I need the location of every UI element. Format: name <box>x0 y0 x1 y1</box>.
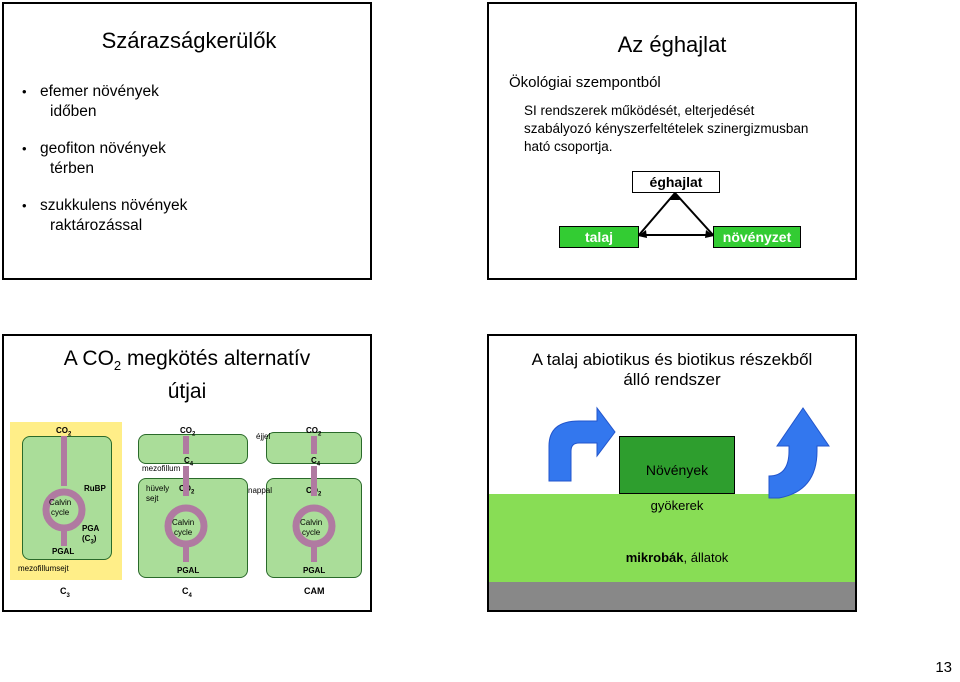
slide1-bullet-list: efemer növények időben geofiton növények… <box>22 82 187 253</box>
c3-type-label: C3 <box>60 586 70 599</box>
slide-co2-fixation: A CO2 megkötés alternatív útjai CO2 RuBP… <box>2 334 372 612</box>
arrow-diagram <box>548 406 830 499</box>
microbes-label: mikrobák <box>625 550 684 565</box>
c3-co2-label: CO2 <box>56 426 72 438</box>
animals-label: , állatok <box>683 550 729 565</box>
plants-label: Növények <box>645 462 709 478</box>
c4-bundle-sheath-cell <box>138 478 248 578</box>
cam-ejjel-label: éjjel <box>256 432 271 441</box>
title-line: A talaj abiotikus és biotikus részekből <box>531 350 813 369</box>
title-line: álló rendszer <box>623 370 721 389</box>
soil-box: talaj <box>559 226 639 248</box>
title-text: megkötés alternatív <box>121 347 311 370</box>
bullet-sub: időben <box>50 103 97 120</box>
right-curved-arrow <box>768 407 830 499</box>
bullet-main: szukkulens növények <box>40 197 188 214</box>
slide1-title: Szárazságkerülők <box>101 28 277 53</box>
c4-pgal-label: PGAL <box>177 566 200 575</box>
c4-co2-label: CO2 <box>180 426 196 438</box>
bullet-item: geofiton növények térben <box>22 139 187 179</box>
c4-type-label: C4 <box>182 586 192 599</box>
bullet-main: efemer növények <box>40 83 159 100</box>
bullet-main: geofiton növények <box>40 140 166 157</box>
bullet-sub: térben <box>50 160 94 177</box>
slide-drought-avoiders: Szárazságkerülők efemer növények időben … <box>2 2 372 280</box>
triangle-diagram <box>636 191 716 238</box>
page-number: 13 <box>935 659 952 676</box>
slide2-title: Az éghajlat <box>617 32 727 57</box>
c3-pga-label: PGA(C3) <box>82 524 100 546</box>
cam-nappal-label: nappal <box>248 486 273 495</box>
slide2-line: szabályozó kényszerfeltételek szinergizm… <box>524 121 809 136</box>
title-subscript: 2 <box>113 358 122 374</box>
bullet-sub: raktározással <box>50 217 143 234</box>
c4-mesophyll-cell <box>138 434 248 464</box>
slide-soil-system: A talaj abiotikus és biotikus részekből … <box>487 334 857 612</box>
c4-c4-label: C4 <box>184 456 194 468</box>
climate-box: éghajlat <box>632 171 720 193</box>
vegetation-box: növényzet <box>713 226 801 248</box>
c3-cell-label: mezofillumsejt <box>18 564 69 573</box>
c3-rubp-label: RuBP <box>84 484 106 493</box>
co2-fixation-diagram <box>42 436 336 562</box>
slide2-line: ható csoportja. <box>524 139 613 154</box>
plants-box <box>619 436 735 494</box>
bullet-item: efemer növények időben <box>22 82 187 122</box>
slide2-subtitle: Ökológiai szempontból <box>509 74 661 91</box>
slide3-title: A CO2 megkötés alternatív útjai <box>4 346 370 405</box>
cam-co2-label: CO2 <box>306 426 322 438</box>
slide2-line: SI rendszerek működését, elterjedését <box>524 103 755 118</box>
title-text: útjai <box>167 380 207 404</box>
soil-bottom-layer <box>489 582 855 610</box>
cam-c4-label: C4 <box>311 456 321 468</box>
c4-mezofillum-label: mezofillum <box>142 464 181 473</box>
slide-climate: Az éghajlat Ökológiai szempontból SI ren… <box>487 2 857 280</box>
cam-pgal-label: PGAL <box>303 566 326 575</box>
bullet-item: szukkulens növények raktározással <box>22 196 187 236</box>
roots-label: gyökerek <box>650 498 704 513</box>
cam-type-label: CAM <box>304 586 325 596</box>
ground-layer <box>489 494 855 582</box>
c3-pgal-label: PGAL <box>52 547 75 556</box>
left-curved-arrow <box>548 406 616 482</box>
title-text: A CO <box>63 347 114 370</box>
slide4-title: A talaj abiotikus és biotikus részekből … <box>489 350 855 390</box>
soil-life-label: mikrobák, állatok <box>609 550 745 565</box>
